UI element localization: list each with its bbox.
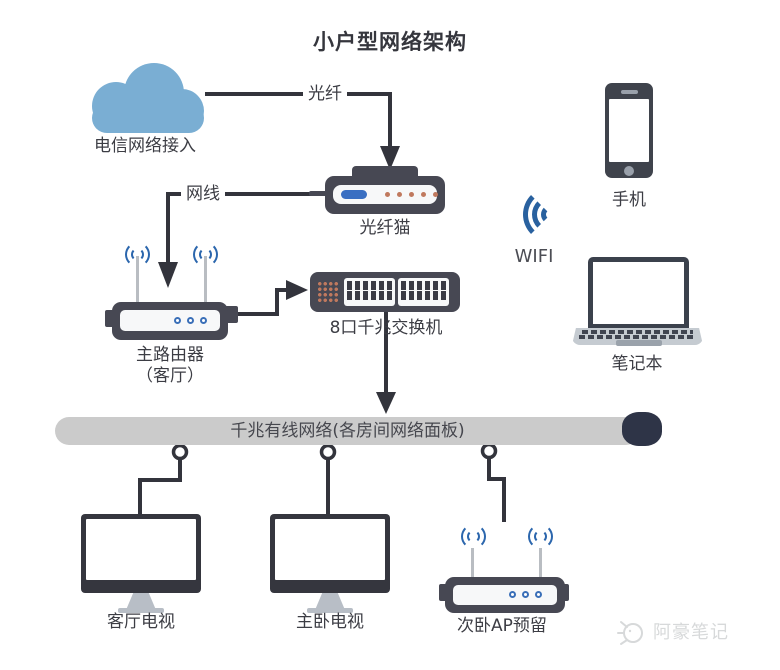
tv-living-base bbox=[118, 608, 164, 613]
router-port-block bbox=[225, 306, 238, 323]
tv-master-frame bbox=[270, 514, 390, 593]
phone-label: 手机 bbox=[612, 190, 646, 210]
ap-label: 次卧AP预留 bbox=[457, 616, 547, 636]
backbone-ap-line bbox=[487, 458, 506, 522]
wallport-second-icon bbox=[480, 442, 498, 460]
cloud-label: 电信网络接入 bbox=[94, 136, 196, 156]
laptop-keys-row1 bbox=[582, 330, 693, 334]
laptop-keys-row2 bbox=[579, 335, 696, 339]
router-status-lights bbox=[174, 317, 207, 324]
laptop-trackpad bbox=[616, 340, 662, 346]
phone-screen bbox=[609, 99, 649, 162]
ap-status-lights bbox=[509, 591, 542, 598]
ap-signal-right-icon bbox=[522, 522, 558, 550]
router-signal-right-icon bbox=[187, 240, 223, 268]
switch-ports-left bbox=[344, 278, 395, 306]
router-icon bbox=[112, 302, 228, 340]
modem-power-light bbox=[341, 190, 367, 199]
phone-home-button bbox=[624, 166, 634, 176]
router-sublabel: （客厅） bbox=[136, 366, 204, 386]
router-label: 主路由器 bbox=[136, 345, 204, 365]
laptop-icon bbox=[588, 257, 689, 328]
modem-wire-stub bbox=[309, 191, 329, 196]
lan-arrowhead bbox=[158, 262, 178, 288]
modem-faceplate bbox=[333, 185, 438, 204]
router-signal-left-icon bbox=[119, 240, 155, 268]
backbone-endcap bbox=[622, 412, 662, 446]
tv-master-screen bbox=[275, 519, 385, 580]
tv-living-label: 客厅电视 bbox=[107, 612, 175, 632]
switch-led-grid bbox=[317, 281, 338, 302]
tv-master-stand bbox=[315, 593, 345, 610]
fiber-arrowhead bbox=[380, 146, 400, 170]
tv-living-screen bbox=[86, 519, 196, 580]
watermark-logo-icon bbox=[617, 621, 643, 645]
tv-master-icon bbox=[270, 514, 390, 614]
backbone-bar: 千兆有线网络(各房间网络面板) bbox=[55, 417, 640, 445]
wallport-living-icon bbox=[171, 443, 189, 461]
switch-backbone-arrowhead bbox=[376, 392, 396, 414]
diagram-title: 小户型网络架构 bbox=[313, 30, 467, 54]
wifi-icon bbox=[504, 186, 564, 244]
lan-line bbox=[166, 192, 327, 262]
router-switch-line bbox=[238, 288, 286, 316]
tv-living-frame bbox=[81, 514, 201, 593]
ap-antenna-right bbox=[539, 548, 542, 578]
phone-speaker bbox=[621, 90, 638, 94]
watermark: 阿豪笔记 bbox=[615, 614, 729, 648]
cloud-icon bbox=[92, 63, 204, 133]
modem-icon bbox=[325, 176, 445, 214]
ap-signal-left-icon bbox=[455, 522, 491, 550]
router-antenna-left bbox=[136, 256, 139, 304]
router-left-nub bbox=[105, 310, 114, 327]
fiber-line bbox=[205, 92, 392, 146]
modem-status-lights bbox=[385, 192, 438, 197]
tv-living-stand bbox=[126, 593, 156, 610]
router-faceplate bbox=[120, 310, 220, 331]
laptop-label: 笔记本 bbox=[611, 354, 663, 374]
backbone-tv-living-line bbox=[138, 459, 182, 514]
ap-icon bbox=[445, 577, 565, 613]
wallport-master-icon bbox=[319, 443, 337, 461]
phone-icon bbox=[605, 83, 653, 178]
router-switch-arrowhead bbox=[286, 280, 308, 300]
router-antenna-right bbox=[204, 256, 207, 304]
switch-ports-right bbox=[398, 278, 449, 306]
wifi-label: WIFI bbox=[514, 246, 554, 267]
tv-master-label: 主卧电视 bbox=[296, 612, 364, 632]
modem-label: 光纤猫 bbox=[359, 218, 411, 238]
backbone-label: 千兆有线网络(各房间网络面板) bbox=[230, 421, 465, 441]
laptop-screen bbox=[593, 262, 684, 324]
lan-edge-label: 网线 bbox=[181, 183, 225, 205]
ap-left-nub bbox=[439, 584, 448, 601]
fiber-edge-label: 光纤 bbox=[303, 83, 347, 105]
watermark-text: 阿豪笔记 bbox=[653, 622, 729, 643]
tv-master-base bbox=[307, 608, 353, 613]
ap-antenna-left bbox=[471, 548, 474, 578]
switch-label: 8口千兆交换机 bbox=[329, 318, 443, 338]
ap-faceplate bbox=[453, 585, 557, 605]
tv-living-icon bbox=[81, 514, 201, 614]
